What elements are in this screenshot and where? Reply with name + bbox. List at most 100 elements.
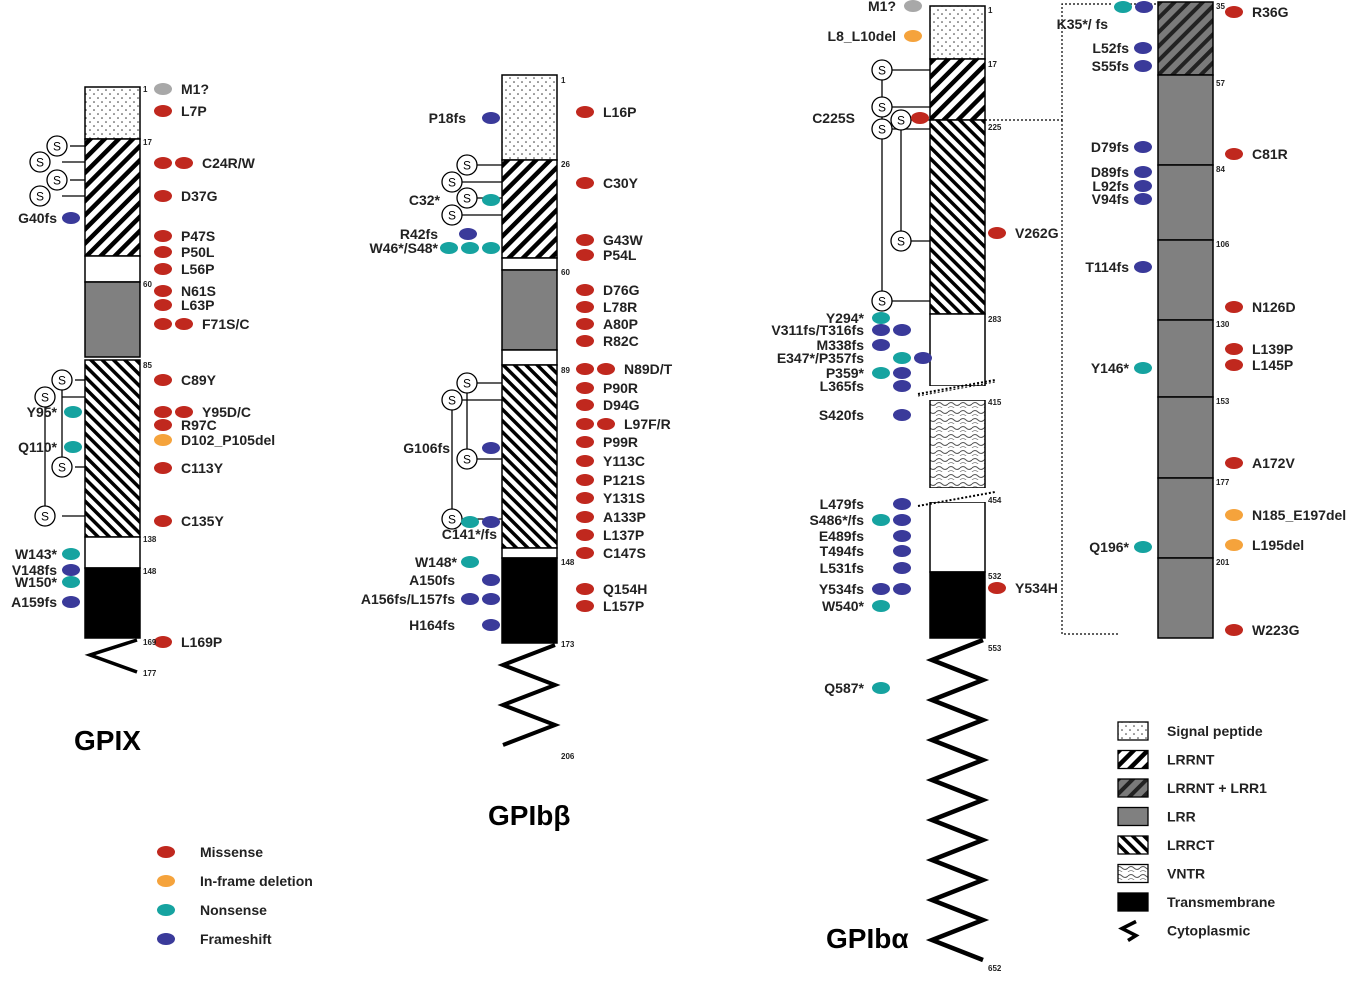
disulfide-s-label: S <box>463 159 471 173</box>
marker-missense-icon <box>154 406 172 418</box>
marker-missense-icon <box>576 511 594 523</box>
marker-missense-icon <box>576 418 594 430</box>
gpix-mutation-label: F71S/C <box>202 316 249 332</box>
gpiba-mutation-label: M338fs <box>817 337 865 353</box>
disulfide-s-circle <box>46 135 68 157</box>
marker-nonsense-icon <box>872 312 890 324</box>
gpix-mutation-label: C135Y <box>181 513 224 529</box>
marker-missense-icon <box>1225 301 1243 313</box>
marker-nonsense-icon <box>1114 1 1132 13</box>
marker-inframe-deletion-icon <box>157 875 175 887</box>
gpibb-position-label: 26 <box>561 160 570 169</box>
gpiba-mutation-label: T494fs <box>820 543 865 559</box>
gpix-disulfide-circles <box>29 135 73 527</box>
gpibb-mutation-label: L97F/R <box>624 416 671 432</box>
gpibb-mutation-label: R42fs <box>400 226 438 242</box>
marker-inframe-deletion-icon <box>1225 539 1243 551</box>
generated-annotations: M1?L7PC24R/WD37GP47SP50LL56PN61SL63PF71S… <box>11 0 1346 973</box>
disulfide-s-circle <box>441 171 463 193</box>
disulfide-s-label: S <box>878 64 886 78</box>
gpix-mutation-label: C113Y <box>181 460 224 476</box>
marker-missense-icon <box>1225 457 1243 469</box>
inset-lrrnt-lrr1 <box>1157 1 1214 76</box>
gpix-mutation-label: D102_P105del <box>181 432 275 448</box>
gpiba-position-label: 17 <box>988 60 997 69</box>
gpibb-mutation-label: C30Y <box>603 175 639 191</box>
marker-frameshift-icon <box>157 933 175 945</box>
inset-mutation-label: Y146* <box>1091 360 1130 376</box>
marker-inframe-deletion-icon <box>1225 509 1243 521</box>
gpibb-position-label: 60 <box>561 268 570 277</box>
marker-missense-icon <box>154 419 172 431</box>
gpix-mutation-label: M1? <box>181 81 209 97</box>
gpiba-vntr <box>929 399 986 489</box>
gpix-protein <box>84 86 141 674</box>
legend-domain-label: Transmembrane <box>1167 894 1275 910</box>
gpix-cytoplasmic-tail <box>84 638 138 674</box>
disulfide-s-label: S <box>463 192 471 206</box>
marker-frameshift-icon <box>893 367 911 379</box>
marker-missense-icon <box>576 335 594 347</box>
gpibb-disulfide-circles <box>441 154 478 530</box>
inset-mutation-label: L52fs <box>1092 40 1129 56</box>
marker-frameshift-icon <box>1134 261 1152 273</box>
legend-domain-label: LRRCT <box>1167 837 1215 853</box>
legend-domain-label: Signal peptide <box>1167 723 1263 739</box>
disulfide-s-label: S <box>41 391 49 405</box>
gpibb-mutation-label: C32* <box>409 192 441 208</box>
gpibb-mutation-label: P90R <box>603 380 638 396</box>
marker-nonsense-icon <box>157 904 175 916</box>
marker-frameshift-icon <box>461 593 479 605</box>
inset-mutation-label: D79fs <box>1091 139 1129 155</box>
inset-lrr-4 <box>1157 319 1214 398</box>
disulfide-s-label: S <box>58 374 66 388</box>
gpix-mutation-label: L7P <box>181 103 207 119</box>
disulfide-s-label: S <box>463 453 471 467</box>
gpiba-mutation-label: Q587* <box>824 680 864 696</box>
gpix-mutation-label: G40fs <box>18 210 57 226</box>
gpibb-mutation-label: D76G <box>603 282 640 298</box>
marker-frameshift-icon <box>1134 141 1152 153</box>
disulfide-s-circle <box>456 372 478 394</box>
gpibb-position-label: 148 <box>561 558 575 567</box>
legend-domain-label: Cytoplasmic <box>1167 923 1250 939</box>
disulfide-s-label: S <box>41 510 49 524</box>
marker-nonsense-icon <box>461 556 479 568</box>
gpibb-linker-1 <box>501 257 558 271</box>
gpibb-mutation-label: N89D/T <box>624 361 673 377</box>
gpiba-mutation-label: Y534fs <box>819 581 864 597</box>
gpibb-signal-peptide <box>501 74 558 161</box>
disulfide-s-label: S <box>448 209 456 223</box>
gpibb-mutation-label: Q154H <box>603 581 647 597</box>
gpix-mutation-label: R97C <box>181 417 217 433</box>
inset-lrr-3 <box>1157 239 1214 321</box>
marker-frameshift-icon <box>872 583 890 595</box>
marker-missense-icon <box>576 547 594 559</box>
gpix-mutation-label: A159fs <box>11 594 57 610</box>
legend-mutation-label: Missense <box>200 844 263 860</box>
gpix-position-label: 138 <box>143 535 157 544</box>
legend-black-swatch <box>1117 892 1149 912</box>
marker-missense-icon <box>576 249 594 261</box>
gpibb-lrrnt <box>501 159 558 259</box>
marker-missense-icon <box>154 105 172 117</box>
marker-missense-icon <box>988 582 1006 594</box>
disulfide-s-label: S <box>448 394 456 408</box>
gpibb-mutation-label: C147S <box>603 545 646 561</box>
marker-frameshift-icon <box>893 324 911 336</box>
marker-missense-icon <box>576 382 594 394</box>
marker-missense-icon <box>154 318 172 330</box>
marker-nonsense-icon <box>872 682 890 694</box>
inset-dotted-bracket <box>985 3 1112 121</box>
gpix-disulfides <box>44 145 85 517</box>
gpibb-position-label: 206 <box>561 752 575 761</box>
disulfide-s-circle <box>456 187 478 209</box>
marker-frameshift-icon <box>893 409 911 421</box>
gpix-lrr <box>84 281 141 358</box>
marker-missense-icon <box>154 230 172 242</box>
gpix-position-label: 177 <box>143 669 157 678</box>
gpiba-title: GPIbα <box>826 923 909 954</box>
inset-mutation-label: K35*/ fs <box>1057 16 1109 32</box>
inset-mutation-label: D89fs <box>1091 164 1129 180</box>
gpix-mutation-label: V148fs <box>12 562 57 578</box>
